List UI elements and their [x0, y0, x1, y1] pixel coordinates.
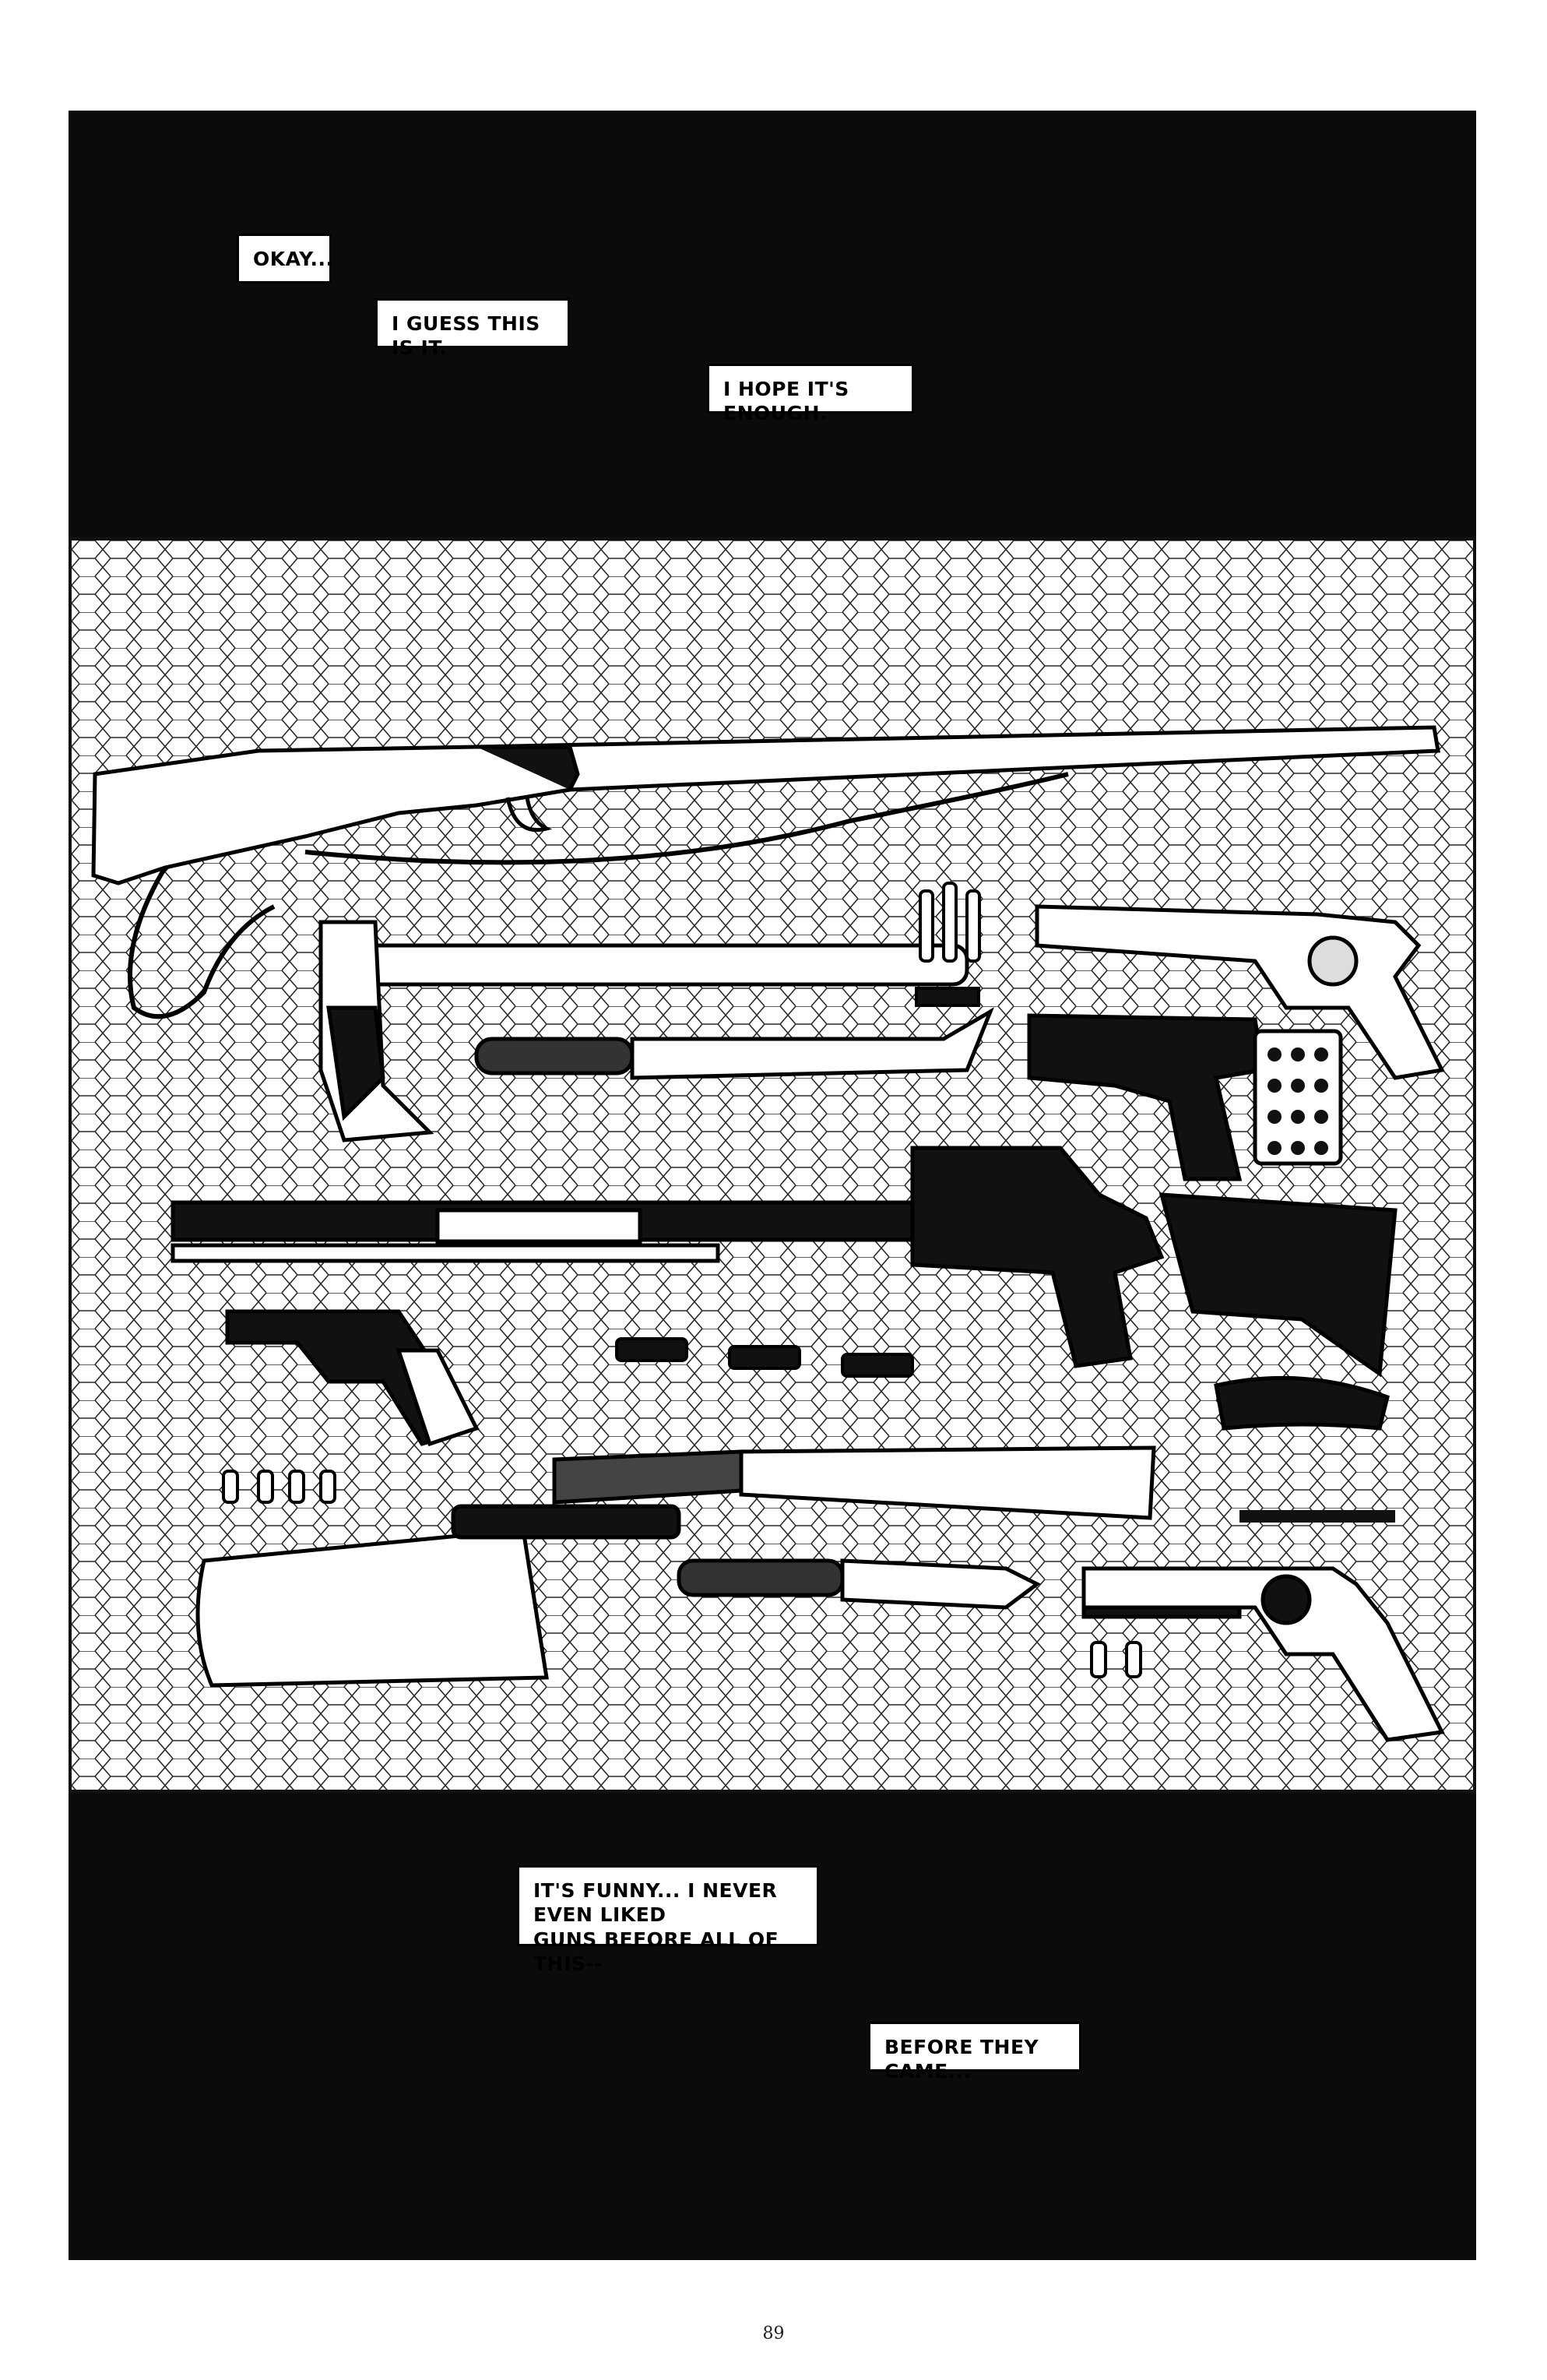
- revolver-icon: [1035, 904, 1445, 1080]
- rod-icon: [1239, 1510, 1395, 1523]
- rifle-icon: [91, 725, 1440, 1019]
- hatchet-icon: [318, 920, 969, 1142]
- pistol-icon: [1027, 1013, 1343, 1181]
- caption-box: I HOPE IT'S ENOUGH.: [707, 364, 914, 424]
- caption-box: I GUESS THIS IS IT.: [375, 298, 570, 359]
- weapons-panel: [69, 537, 1476, 1793]
- shotgun-shells-icon: [615, 1337, 914, 1378]
- cleaver-icon: [195, 1504, 681, 1688]
- caption-box: BEFORE THEY CAME...: [868, 2022, 1081, 2082]
- page-number: 89: [762, 2324, 785, 2343]
- knife-icon: [474, 1007, 995, 1080]
- machete-icon: [552, 1445, 1156, 1520]
- revolver-icon: [1081, 1566, 1445, 1742]
- bullets-icon: [222, 1470, 336, 1504]
- brass-knuckles-icon: [1214, 1375, 1390, 1431]
- revolver-icon: [225, 1309, 480, 1447]
- bottom-panel: [69, 1793, 1476, 2260]
- caption-box: IT'S FUNNY... I NEVER EVEN LIKED GUNS BE…: [517, 1865, 819, 1975]
- bullets-icon: [915, 882, 981, 1007]
- top-panel: [69, 111, 1476, 537]
- shotgun-icon: [171, 1146, 1398, 1378]
- caption-box: OKAY...: [237, 234, 333, 283]
- bullets-icon: [1090, 1641, 1142, 1678]
- knife-icon: [677, 1558, 1041, 1610]
- weapons-illustration: [72, 540, 1473, 1790]
